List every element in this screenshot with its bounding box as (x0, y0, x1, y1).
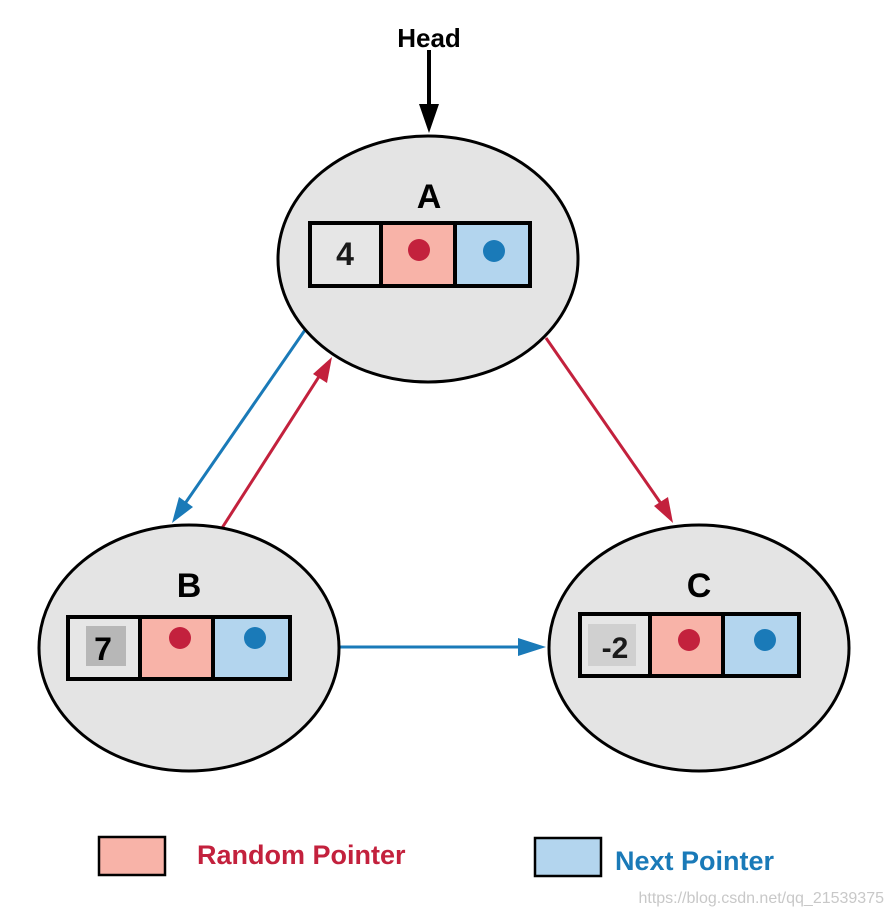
node-b-random-dot (169, 627, 191, 649)
node-b-next-dot (244, 627, 266, 649)
legend-next-label: Next Pointer (615, 846, 775, 876)
node-c-value: -2 (602, 632, 629, 665)
legend-next-swatch (533, 836, 603, 878)
node-b-label: B (177, 567, 202, 605)
legend: Random Pointer Next Pointer (97, 835, 775, 878)
node-a-value: 4 (336, 236, 354, 272)
node-a-next-dot (483, 240, 505, 262)
node-c: C -2 (547, 523, 851, 773)
node-a-random-dot (408, 239, 430, 261)
node-c-next-dot (754, 629, 776, 651)
random-pointer-a-to-c (544, 337, 673, 523)
next-pointer-b-to-c (340, 638, 546, 656)
random-pointer-b-to-a (220, 357, 332, 529)
node-a: A 4 (276, 134, 580, 384)
head-label: Head (397, 23, 461, 53)
legend-random-label: Random Pointer (197, 840, 406, 870)
legend-random-swatch (97, 835, 167, 877)
node-a-label: A (417, 178, 442, 216)
node-c-label: C (687, 567, 712, 605)
next-pointer-a-to-b (172, 329, 307, 523)
node-c-next-cell (721, 612, 801, 678)
node-c-random-cell (648, 612, 725, 678)
node-b-random-cell (138, 615, 215, 681)
watermark-text: https://blog.csdn.net/qq_21539375 (638, 890, 884, 907)
head-arrow (419, 50, 439, 133)
node-b-next-cell (211, 615, 292, 681)
node-b-value-highlight (86, 626, 126, 666)
node-c-random-dot (678, 629, 700, 651)
node-c-value-highlight (588, 624, 636, 666)
node-b: B 7 (37, 523, 341, 773)
node-b-value: 7 (94, 631, 112, 667)
